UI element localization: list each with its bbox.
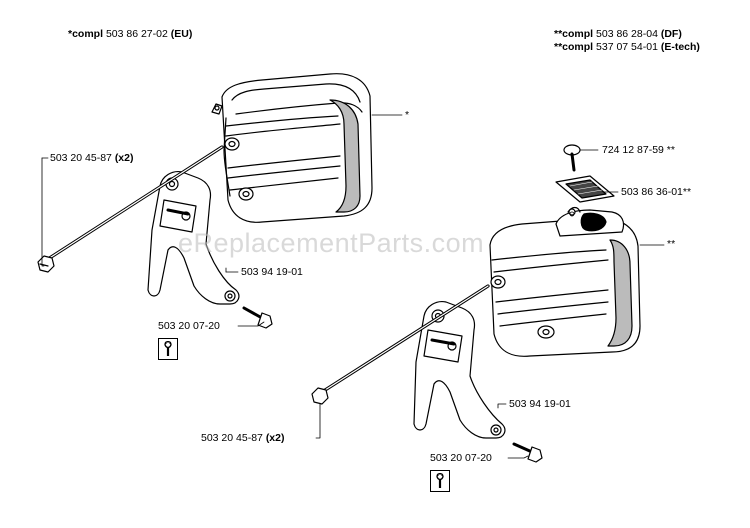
right-bracket-illustration [413, 301, 506, 439]
watermark: eReplacementParts.com [178, 228, 485, 258]
right-screw-label: 503 20 07-20 [430, 452, 492, 464]
left-tool-box [158, 338, 178, 360]
left-muffler-illustration [211, 73, 403, 223]
right-bolt-number: 503 20 45-87 [201, 432, 263, 444]
right-top-screw-label: 724 12 87-59 ** [602, 144, 675, 156]
right-tool-box [430, 470, 450, 492]
right-kit-2-variant: (E-tech) [660, 41, 700, 53]
right-kit-header-2: **compl 537 07 54-01 (E-tech) [554, 41, 700, 54]
left-kit-header: *compl 503 86 27-02 (EU) [68, 28, 192, 41]
left-kit-code: 503 86 27-02 [105, 28, 168, 40]
left-muffler-marker: * [405, 109, 410, 121]
right-small-screw-illustration [512, 442, 543, 463]
right-kit-1-variant: (DF) [660, 28, 682, 40]
right-plate-illustration [555, 175, 619, 217]
right-kit-2-code: 537 07 54-01 [596, 41, 658, 53]
left-bolt-number: 503 20 45-87 [50, 152, 112, 164]
right-long-bolt-illustration [311, 284, 490, 405]
right-muffler-marker: ** [667, 238, 676, 250]
right-kit-1-code: 503 86 28-04 [596, 28, 658, 40]
right-kit-1-prefix: **compl [554, 28, 594, 40]
wrench-icon [164, 341, 172, 356]
left-screw-label: 503 20 07-20 [158, 320, 220, 332]
right-kit-2-prefix: **compl [554, 41, 594, 53]
right-muffler-illustration [489, 206, 665, 357]
right-bolt-qty: (x2) [265, 432, 285, 444]
right-top-screw-illustration [563, 144, 599, 172]
left-bolt-label: 503 20 45-87 (x2) [50, 152, 134, 164]
right-bracket-label: 503 94 19-01 [509, 398, 571, 410]
left-kit-variant: (EU) [170, 28, 193, 40]
left-kit-prefix: *compl [68, 28, 104, 40]
left-bracket-label: 503 94 19-01 [241, 266, 303, 278]
right-kit-header-1: **compl 503 86 28-04 (DF) [554, 28, 682, 41]
wrench-icon [436, 473, 444, 488]
left-bolt-qty: (x2) [114, 152, 134, 164]
right-plate-label: 503 86 36-01** [621, 186, 692, 198]
left-small-screw-illustration [242, 306, 273, 329]
right-bolt-label: 503 20 45-87 (x2) [201, 432, 285, 444]
